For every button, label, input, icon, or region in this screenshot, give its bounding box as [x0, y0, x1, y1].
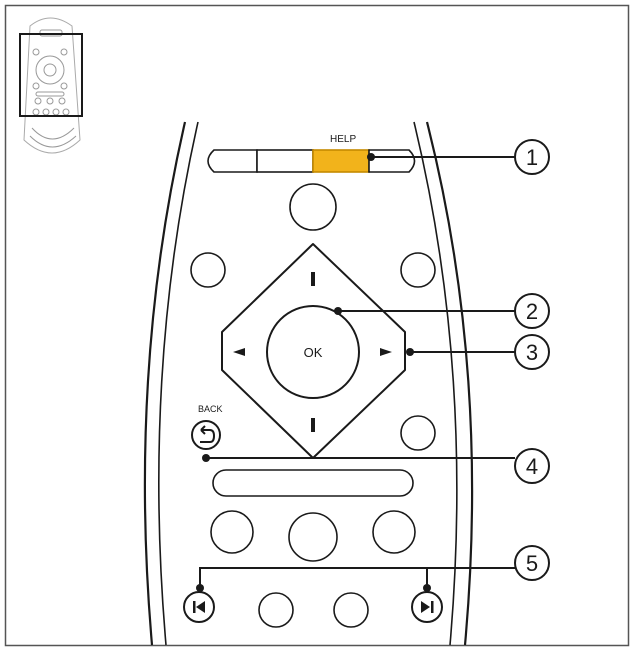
round-button-lower-right[interactable]: [400, 415, 436, 451]
callout-numbers: 1 2 3 4 5: [514, 139, 550, 581]
thumbnail-bottom: [29, 135, 77, 148]
round-button-row1-center[interactable]: [288, 512, 338, 562]
thumbnail-button: [32, 48, 40, 56]
remote-body: [143, 121, 474, 646]
wide-bar-button[interactable]: [212, 469, 414, 497]
thumbnail-button: [52, 108, 60, 116]
callout-dot-1: [367, 153, 375, 161]
callout-circle-3: [514, 334, 550, 370]
arrow-up-icon[interactable]: [311, 272, 315, 286]
thumbnail-bar: [35, 91, 65, 97]
thumbnail-button: [32, 82, 40, 90]
round-button-row1-left[interactable]: [210, 510, 254, 554]
callout-lines: [199, 156, 515, 588]
remote-inner-right: [413, 121, 458, 646]
thumbnail-button: [60, 48, 68, 56]
thumbnail-button: [46, 97, 54, 105]
arrow-right-icon[interactable]: [380, 348, 392, 356]
callout-number-3: 3: [526, 340, 538, 365]
callout-circle-5: [514, 545, 550, 581]
back-label: BACK: [198, 404, 223, 414]
ok-label: OK: [304, 345, 323, 360]
dpad-arrows: [233, 272, 392, 432]
top-button-middle[interactable]: [256, 149, 314, 173]
round-button-row2-center-right[interactable]: [333, 592, 369, 628]
thumbnail-button: [34, 97, 42, 105]
remote-outline-right: [425, 121, 474, 646]
callout-dot-5a: [196, 584, 204, 592]
top-button-row: [207, 149, 416, 173]
skip-next-icon: [421, 601, 434, 613]
help-label: HELP: [330, 134, 356, 145]
callout-dot-5b: [423, 584, 431, 592]
round-buttons-lower: [210, 510, 416, 628]
back-button[interactable]: [191, 420, 221, 450]
round-button-row2-center-left[interactable]: [258, 592, 294, 628]
thumbnail-body: [23, 17, 81, 154]
help-button[interactable]: [312, 149, 370, 173]
callout-circle-4: [514, 448, 550, 484]
callout-line-5: [199, 567, 515, 588]
callout-number-5: 5: [526, 551, 538, 576]
remote-outline-left: [143, 121, 187, 646]
round-button-row1-right[interactable]: [372, 510, 416, 554]
round-buttons-upper: [190, 183, 436, 451]
round-button-left[interactable]: [190, 252, 226, 288]
arrow-left-icon[interactable]: [233, 348, 245, 356]
top-button-left[interactable]: [207, 149, 258, 173]
callout-number-4: 4: [526, 454, 538, 479]
ok-button[interactable]: [266, 305, 360, 399]
figure-frame: [4, 4, 630, 647]
thumbnail-button: [42, 108, 50, 116]
thumbnail-button: [58, 97, 66, 105]
callout-circle-2: [514, 293, 550, 329]
top-button-right[interactable]: [368, 149, 416, 173]
arrow-down-icon[interactable]: [311, 418, 315, 432]
thumbnail-ok: [43, 63, 57, 77]
callout-number-2: 2: [526, 299, 538, 324]
thumbnail-dpad: [35, 55, 65, 85]
thumbnail-bottom: [31, 127, 75, 140]
thumbnail-button: [62, 108, 70, 116]
callout-dot-2: [334, 307, 342, 315]
back-arrow-icon: [200, 425, 216, 443]
remote-inner-left: [158, 121, 199, 646]
callout-circle-1: [514, 139, 550, 175]
remote-thumbnail: [23, 17, 81, 154]
thumbnail-button: [60, 82, 68, 90]
round-button-right[interactable]: [400, 252, 436, 288]
skip-previous-icon: [193, 601, 205, 613]
callout-number-1: 1: [526, 145, 538, 170]
round-button-top[interactable]: [289, 183, 337, 231]
thumbnail-button: [32, 108, 40, 116]
callout-dot-3: [406, 348, 414, 356]
callout-dots: [196, 153, 431, 592]
callout-dot-4: [202, 454, 210, 462]
thumbnail-highlight-box: [19, 33, 83, 117]
